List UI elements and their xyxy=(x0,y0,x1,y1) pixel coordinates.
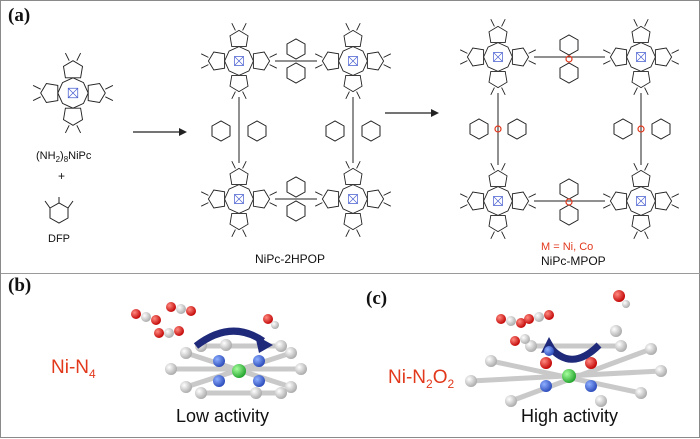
ni-n2o2-model xyxy=(465,290,667,407)
reaction-arrow-1 xyxy=(133,128,187,136)
panel-divider xyxy=(1,273,700,274)
reaction-arrow-2 xyxy=(385,109,439,117)
panel-label-b: (b) xyxy=(8,275,32,296)
metal-note: M = Ni, Co xyxy=(541,241,594,253)
panel-label-a: (a) xyxy=(8,5,31,26)
plus-sign: + xyxy=(58,169,66,183)
panel-label-c: (c) xyxy=(366,288,388,309)
high-activity-label: High activity xyxy=(521,406,619,426)
ni-n2o2-site-label: Ni-N2O2 xyxy=(388,367,455,391)
low-activity-label: Low activity xyxy=(176,406,270,426)
polymer-mpop-label: NiPc-MPOP xyxy=(541,254,606,268)
monomer-nipc-label: (NH2)8NiPc xyxy=(36,150,92,165)
dfp-label: DFP xyxy=(48,233,70,245)
polymer-2hpop-structure xyxy=(200,22,392,238)
panel-a-schematic xyxy=(32,18,680,240)
polymer-mpop-structure xyxy=(459,18,680,240)
dfp-structure xyxy=(44,197,74,224)
ni-n4-model xyxy=(131,302,307,399)
ni-n4-site-label: Ni-N4 xyxy=(51,357,96,381)
polymer-2hpop-label: NiPc-2HPOP xyxy=(255,252,326,266)
